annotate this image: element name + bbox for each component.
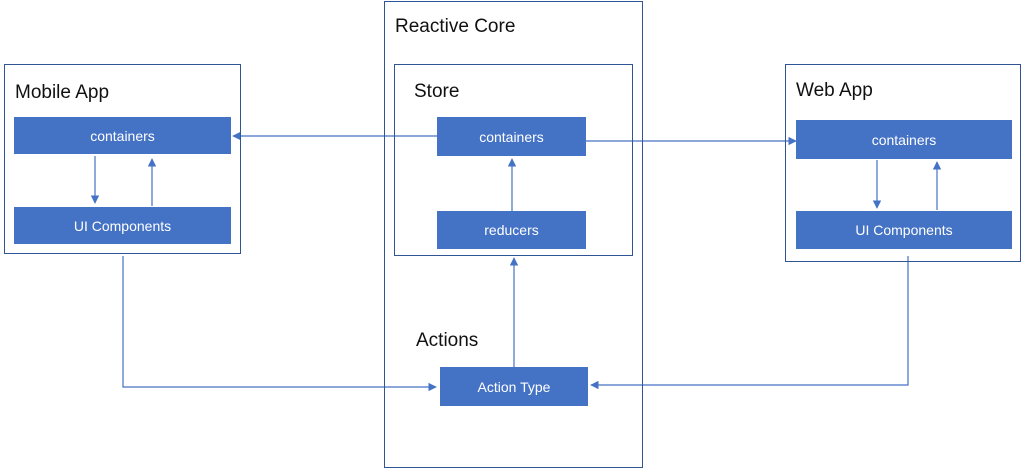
web-app-title: Web App — [796, 80, 873, 101]
store-containers-node: containers — [437, 117, 586, 156]
mobile-app-panel — [4, 64, 241, 254]
web-app-panel — [785, 64, 1021, 262]
web-ui-components-node: UI Components — [796, 211, 1012, 249]
actions-title: Actions — [416, 330, 479, 351]
arrow-mobile-ui-to-action — [122, 256, 437, 392]
store-panel — [394, 64, 633, 256]
store-title: Store — [414, 81, 460, 102]
arrow-web-ui-to-action — [590, 256, 909, 390]
reactive-core-title: Reactive Core — [395, 16, 516, 37]
web-containers-node: containers — [796, 120, 1012, 159]
mobile-app-title: Mobile App — [15, 82, 110, 103]
reducers-node: reducers — [437, 211, 586, 249]
mobile-containers-node: containers — [14, 117, 231, 154]
reactive-core-panel — [384, 1, 643, 468]
action-type-node: Action Type — [440, 367, 588, 406]
mobile-ui-components-node: UI Components — [14, 207, 231, 244]
